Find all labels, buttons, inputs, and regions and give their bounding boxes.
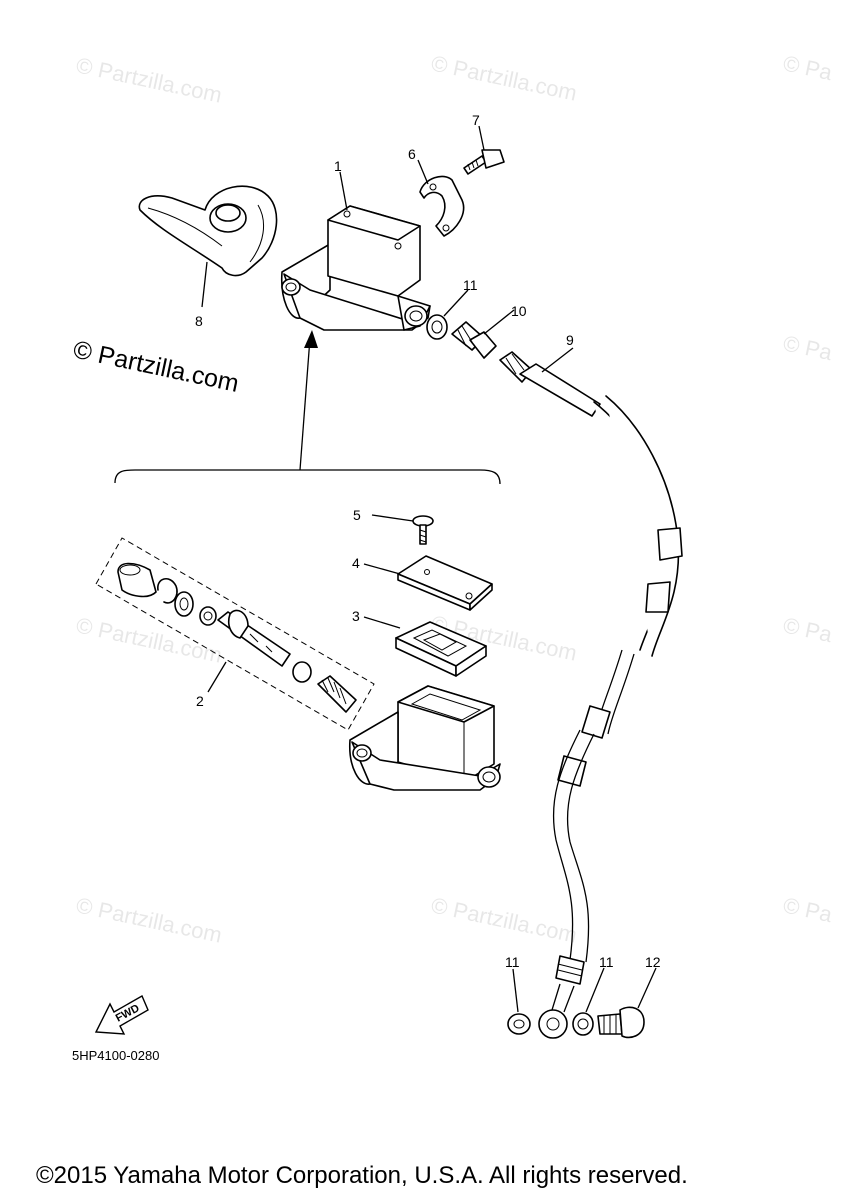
union-bolt-part-10[interactable] [451,321,497,359]
callout-7: 7 [472,112,480,128]
leader-line [201,261,208,308]
watermark: © Partzilla.com [429,892,579,947]
watermark: © Pa [781,892,835,927]
callout-4: 4 [352,555,360,571]
leader-line [443,289,469,317]
fwd-arrow-icon: FWD [94,995,149,1035]
leader-line [339,171,348,211]
union-bolt-part-12[interactable] [597,1006,645,1039]
copyright-notice: ©2015 Yamaha Motor Corporation, U.S.A. A… [36,1162,688,1189]
bolt-part-7[interactable] [463,149,505,175]
leader-line [541,347,574,373]
piston-kit-part-2[interactable] [95,537,375,731]
washer-hole [513,1019,525,1029]
screw-part-5[interactable] [412,515,434,545]
diagram-code: 5HP4100-0280 [72,1048,159,1063]
washer-part-11[interactable] [507,1013,531,1035]
leader-line [207,661,227,693]
leader-line [637,967,657,1009]
washer-hole [577,1018,589,1030]
leader-line [363,616,401,629]
callout-3: 3 [352,608,360,624]
watermark: © Partzilla.com [74,892,224,947]
partzilla-watermark: © Partzilla.com [71,335,242,397]
diaphragm-part-3[interactable] [395,621,487,677]
callout-6: 6 [408,146,416,162]
callout-10: 10 [511,303,527,319]
leader-line [478,125,485,151]
callout-5: 5 [353,507,361,523]
watermark: © Pa [781,50,835,85]
leader-line [483,309,515,335]
watermark: © Partzilla.com [74,52,224,107]
watermark: © Pa [781,612,835,647]
leader-line [363,563,401,575]
callout-12: 12 [645,954,661,970]
callout-2: 2 [196,693,204,709]
washer-part-11[interactable] [426,314,448,340]
callout-11-top: 11 [463,277,478,293]
leader-line [512,968,519,1013]
leader-line [417,159,429,185]
leader-line [371,514,414,522]
callout-11-bottom-left: 11 [505,954,520,970]
master-cylinder-body[interactable] [349,685,501,791]
master-cylinder-part-1[interactable] [280,205,431,331]
lever-boot-part-8[interactable] [138,185,278,277]
leader-line [585,967,605,1013]
brake-hose-part-9[interactable] [499,351,683,1039]
callout-9: 9 [566,332,574,348]
callout-11-bottom-right: 11 [599,954,614,970]
callout-8: 8 [195,313,203,329]
watermark: © Pa [781,330,835,365]
callout-1: 1 [334,158,342,174]
washer-part-11[interactable] [572,1012,594,1036]
exploded-view-bracket [114,330,501,485]
holder-clamp-part-6[interactable] [419,175,465,237]
plate-part-4[interactable] [397,555,493,611]
washer-hole [431,320,443,334]
watermark: © Partzilla.com [429,50,579,105]
